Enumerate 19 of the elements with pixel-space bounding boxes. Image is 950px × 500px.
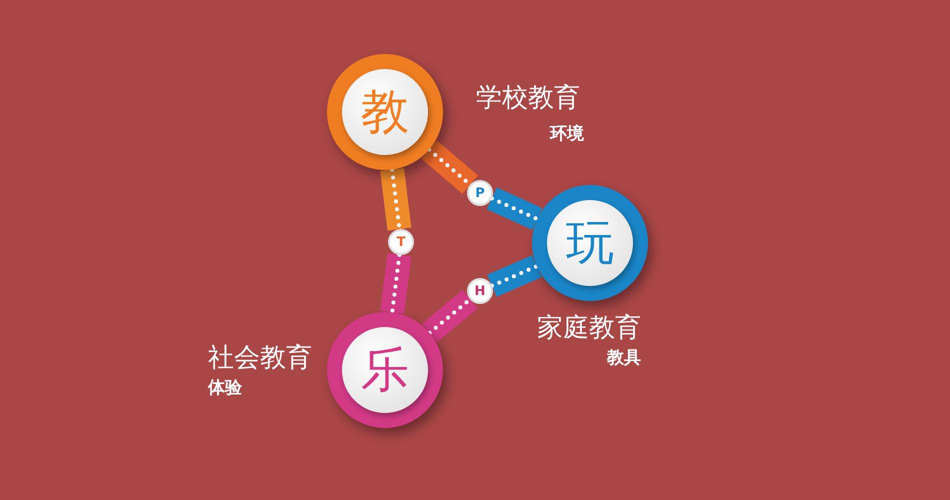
circle-character: 教 (342, 69, 428, 155)
connector-band (487, 255, 542, 297)
letter-badge: H (467, 278, 493, 304)
connector-band (422, 290, 478, 342)
subtitle-text: 教具 (607, 347, 641, 369)
connector-band (380, 168, 412, 232)
circle-character: 乐 (342, 327, 428, 413)
ring-circle (532, 185, 648, 301)
subtitle-text: 环境 (550, 123, 584, 145)
heading-text: 社会教育 (208, 342, 312, 375)
heading-text: 学校教育 (476, 82, 580, 115)
heading-text: 家庭教育 (537, 312, 641, 345)
letter-badge: T (388, 229, 414, 255)
letter-badge: P (467, 180, 493, 206)
circle-character: 玩 (547, 200, 633, 286)
subtitle-text: 体验 (208, 377, 242, 399)
connector-band (486, 187, 542, 230)
connector-band (380, 252, 412, 314)
connector-band (421, 140, 478, 194)
